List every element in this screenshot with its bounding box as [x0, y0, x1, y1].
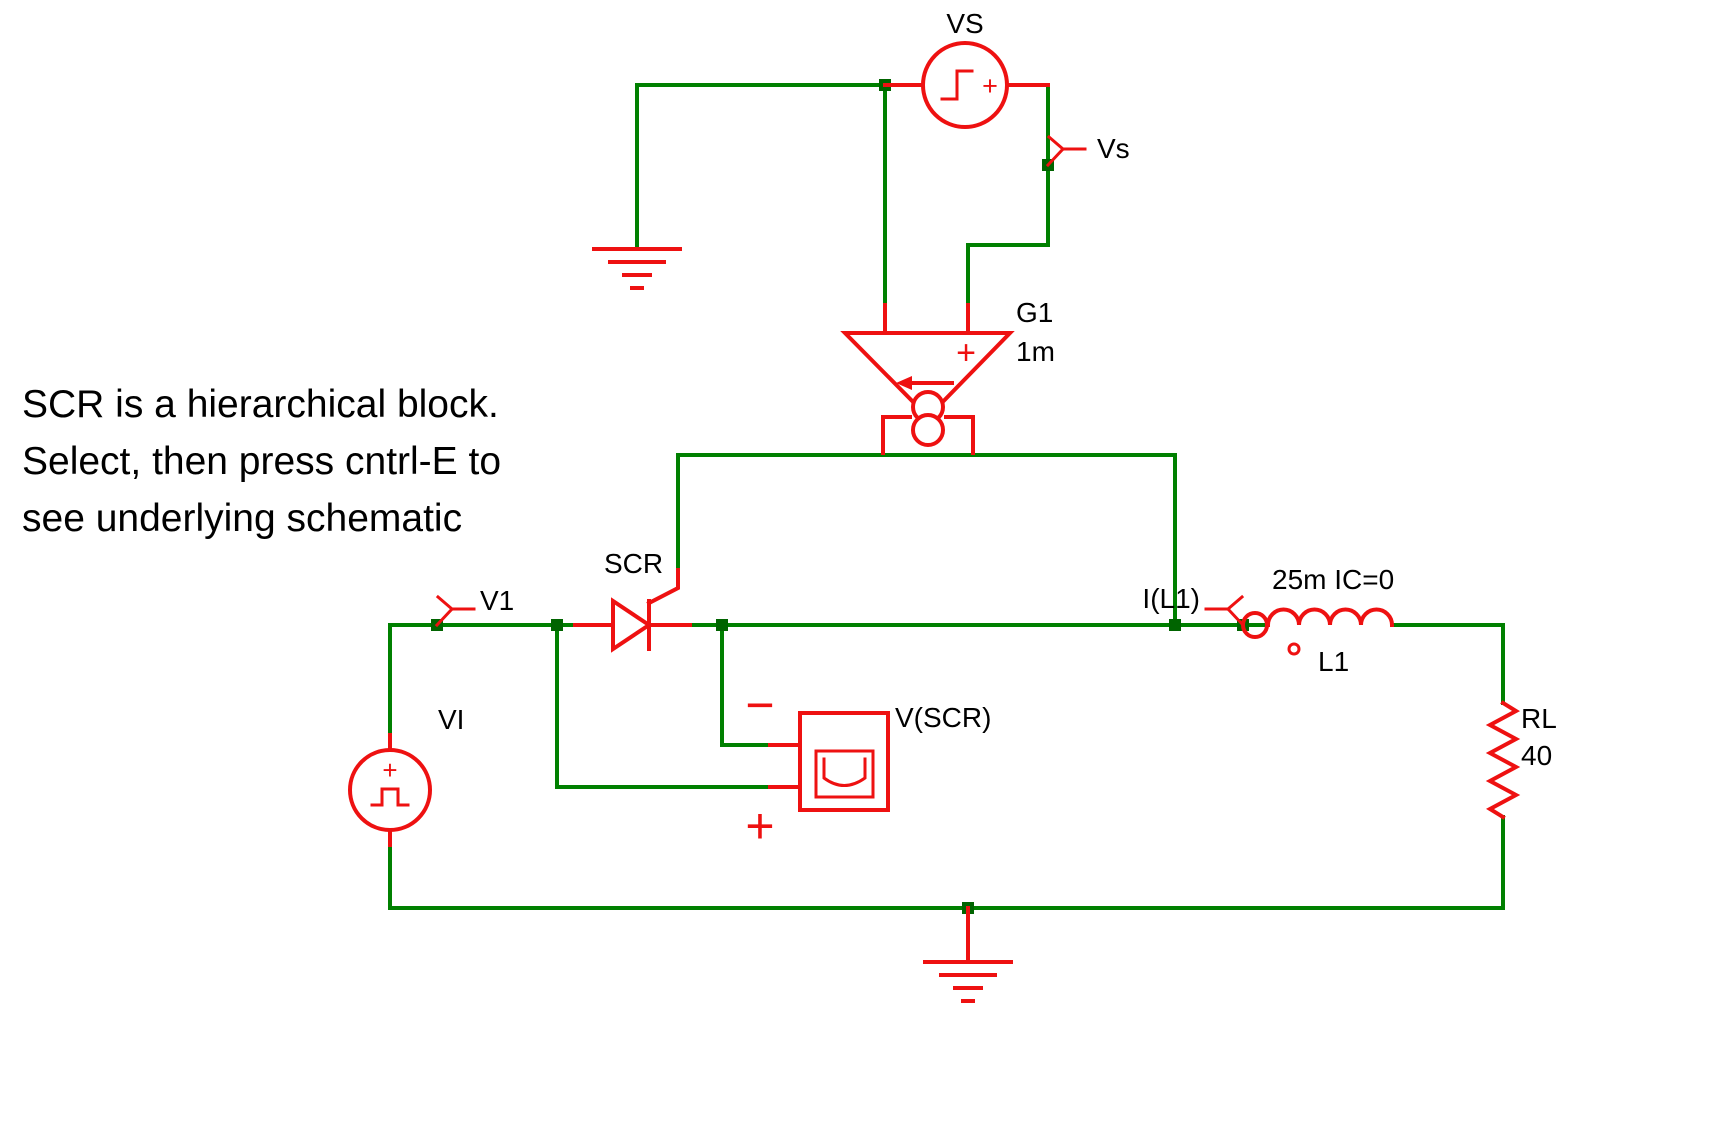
g1-plus-sign: +: [956, 334, 976, 372]
g1-arrowhead-icon: [896, 376, 912, 390]
vscr-pins: [768, 743, 802, 789]
rl-value-label: 40: [1521, 740, 1552, 771]
vi-label: VI: [438, 704, 464, 735]
v1-probe[interactable]: [434, 594, 476, 628]
vi-pulse-waveform-icon: [370, 787, 410, 807]
annotation-line: see underlying schematic: [22, 497, 462, 540]
probe-icon: [1204, 594, 1246, 628]
vs-pulse-waveform-icon: [940, 69, 974, 101]
l1-phase-dot-icon: [1287, 642, 1301, 656]
junction: [551, 619, 563, 631]
wire-g1-output-bus[interactable]: [676, 453, 1177, 627]
vscr-screen: [814, 749, 875, 799]
g1-controlled-source[interactable]: +: [840, 303, 1015, 455]
vscr-body: [798, 711, 890, 812]
il1-current-probe[interactable]: [1204, 594, 1269, 639]
wire-after-inductor[interactable]: [1390, 623, 1505, 705]
ground-symbol-top[interactable]: [592, 247, 682, 290]
l1-inductor[interactable]: [1265, 607, 1395, 656]
v1-probe-label: V1: [480, 585, 514, 616]
probe-icon: [1045, 134, 1087, 168]
g1-designator-label: G1: [1016, 297, 1053, 328]
wire-vscr-bottom-tap[interactable]: [555, 623, 772, 789]
vscr-plus-sign: +: [745, 798, 774, 854]
scr-gate-pin: [646, 568, 680, 606]
junction: [1169, 619, 1181, 631]
l1-coils: [1265, 607, 1395, 628]
g1-input-pins: [883, 303, 970, 335]
vs-probe-label: Vs: [1097, 133, 1130, 164]
vscr-scope-probe[interactable]: − +: [745, 677, 890, 854]
wires: [388, 83, 1505, 910]
g1-current-source-circle: [911, 413, 945, 447]
vs-plus-sign: +: [982, 71, 998, 101]
vs-probe[interactable]: [1045, 134, 1087, 168]
g1-triangle: [840, 331, 1015, 420]
annotation-line: Select, then press cntrl-E to: [22, 440, 501, 483]
probe-icon: [434, 594, 476, 628]
junction: [716, 619, 728, 631]
vs-voltage-source[interactable]: +: [883, 41, 1050, 129]
vscr-minus-sign: −: [745, 677, 774, 733]
rl-resistor[interactable]: [1485, 700, 1521, 820]
ground-bars: [592, 247, 682, 290]
l1-value-label: 25m IC=0: [1272, 564, 1394, 595]
annotation-text: SCR is a hierarchical block. Select, the…: [22, 383, 501, 540]
ground-bars: [923, 960, 1013, 1003]
ground-symbol-bottom[interactable]: [923, 906, 1013, 1003]
vs-body: [921, 41, 1009, 129]
vscr-probe-label: V(SCR): [895, 702, 991, 733]
rl-zigzag: [1485, 700, 1521, 820]
scr-label: SCR: [604, 548, 663, 579]
junctions: [431, 79, 1249, 914]
vs-label: VS: [946, 8, 983, 39]
rl-designator-label: RL: [1521, 703, 1557, 734]
g1-output-frame: [881, 415, 975, 455]
l1-designator-label: L1: [1318, 646, 1349, 677]
scr-thyristor-block[interactable]: [573, 568, 692, 653]
g1-value-label: 1m: [1016, 336, 1055, 367]
scr-triangle: [611, 597, 653, 653]
il1-probe-label: I(L1): [1142, 583, 1200, 614]
wire-vscr-top-tap[interactable]: [720, 623, 772, 747]
vscr-trace-icon: [822, 757, 867, 787]
vi-voltage-source[interactable]: +: [348, 733, 432, 847]
annotation-line: SCR is a hierarchical block.: [22, 383, 499, 426]
wire-bottom-rail[interactable]: [388, 815, 1505, 910]
vi-plus-sign: +: [382, 755, 397, 785]
wire-vs-left-to-ground[interactable]: [635, 83, 887, 249]
